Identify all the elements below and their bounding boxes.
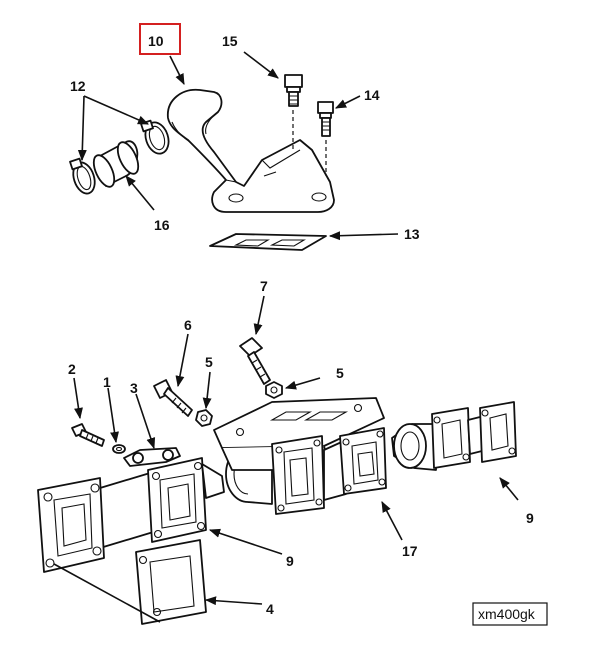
callout-9-left: 9 bbox=[286, 553, 294, 569]
callout-14: 14 bbox=[364, 87, 380, 103]
callout-4: 4 bbox=[266, 601, 274, 617]
crossover-tube-part-10 bbox=[167, 88, 335, 213]
bracket-part-3 bbox=[123, 447, 181, 467]
highlight-box bbox=[139, 23, 181, 55]
callout-5-right: 5 bbox=[336, 365, 344, 381]
callout-17: 17 bbox=[402, 543, 418, 559]
nut-part-5-left bbox=[195, 409, 213, 427]
bolt-part-2 bbox=[71, 423, 105, 447]
flange-part-17 bbox=[339, 427, 387, 495]
gasket-part-13 bbox=[209, 233, 327, 251]
bolt-part-6 bbox=[153, 379, 193, 417]
figure-code-box bbox=[472, 602, 548, 626]
right-manifold-section bbox=[391, 401, 517, 471]
bolt-part-14 bbox=[317, 101, 334, 176]
callout-2: 2 bbox=[68, 361, 76, 377]
washer-part-1 bbox=[112, 444, 126, 454]
bolt-part-15 bbox=[284, 74, 303, 152]
gasket-part-4 bbox=[135, 539, 207, 625]
callout-16: 16 bbox=[154, 217, 170, 233]
leader-lines bbox=[53, 51, 519, 623]
nut-part-5-right bbox=[265, 381, 283, 399]
callout-6: 6 bbox=[184, 317, 192, 333]
callout-10: 10 bbox=[148, 33, 164, 49]
clamp-part-12-upper bbox=[140, 119, 170, 155]
callout-12: 12 bbox=[70, 78, 86, 94]
left-manifold-section bbox=[37, 457, 225, 573]
callout-15: 15 bbox=[222, 33, 238, 49]
callout-5-left: 5 bbox=[205, 354, 213, 370]
bolt-part-7 bbox=[239, 337, 271, 385]
callout-13: 13 bbox=[404, 226, 420, 242]
callout-7: 7 bbox=[260, 278, 268, 294]
callout-9-right: 9 bbox=[526, 510, 534, 526]
callout-1: 1 bbox=[103, 374, 111, 390]
hose-part-16 bbox=[92, 140, 140, 188]
callout-3: 3 bbox=[130, 380, 138, 396]
clamp-part-12-lower bbox=[69, 157, 96, 195]
figure-code: xm400gk bbox=[478, 606, 536, 622]
